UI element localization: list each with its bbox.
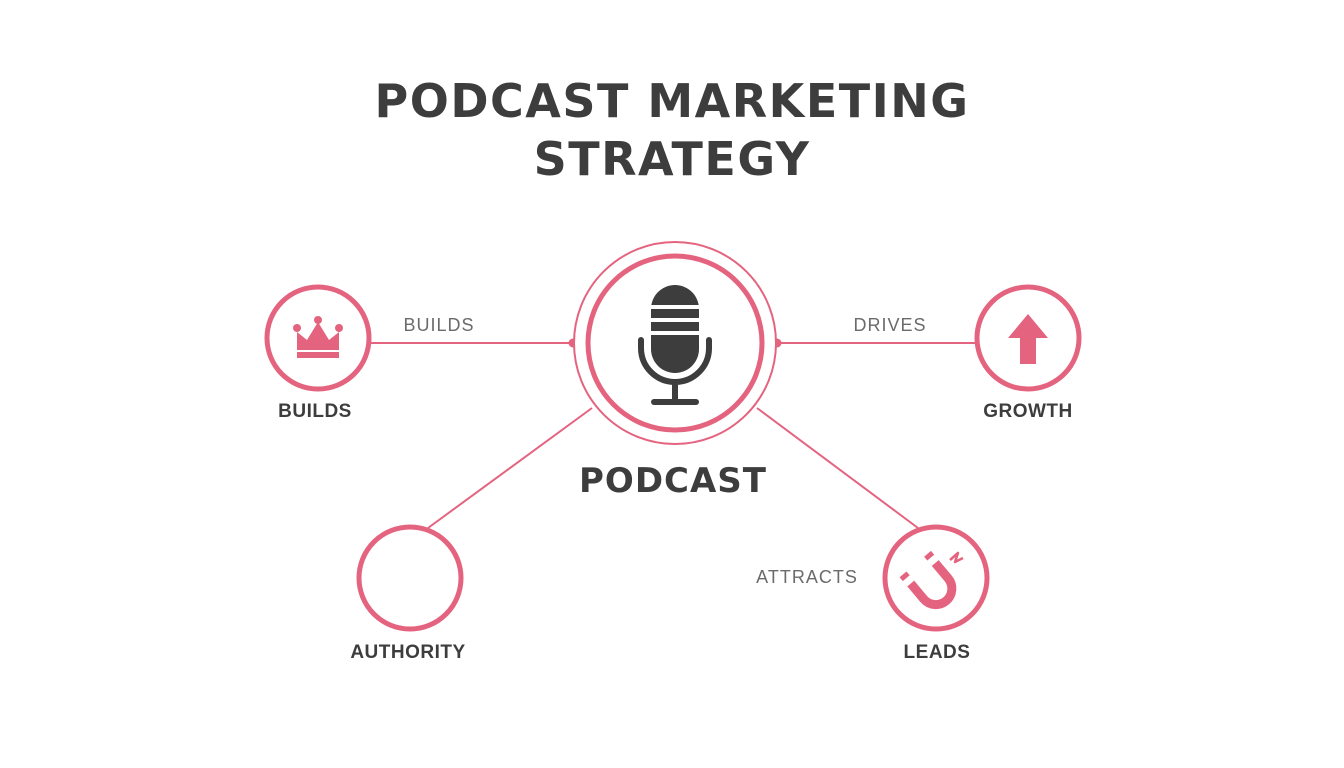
node-builds [264,284,372,392]
node-leads [882,524,990,632]
edge-label-attracts: ATTRACTS [756,567,858,587]
node-authority-label: AUTHORITY [350,642,465,663]
node-growth [974,284,1082,392]
node-leads-circle [882,524,990,632]
node-leads-label: LEADS [904,642,971,663]
center-node [573,241,777,445]
crown-icon [293,316,343,358]
microphone-icon [638,285,712,405]
title-line-2: STRATEGY [533,132,811,186]
node-authority [356,524,464,632]
connector-authority [427,407,593,529]
node-growth-label: GROWTH [983,401,1073,422]
arrow-up-icon [1008,314,1048,364]
node-builds-label: BUILDS [278,401,352,422]
title-line-1: PODCAST MARKETING [374,74,970,128]
center-label: PODCAST [579,461,767,501]
edge-label-builds: BUILDS [403,315,474,335]
connector-leads [756,407,919,529]
node-authority-circle [356,524,464,632]
magnet-icon [899,550,964,610]
edge-label-drives: DRIVES [853,315,926,335]
